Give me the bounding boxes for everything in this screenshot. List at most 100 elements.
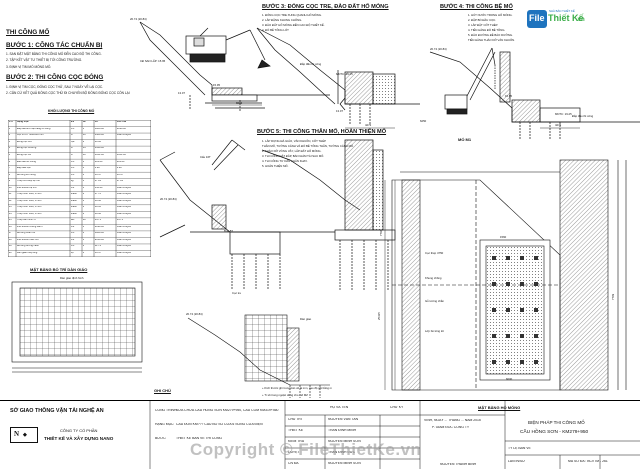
table-cell: Đóng cọc tre [16, 154, 31, 157]
scaffold-plan [11, 281, 143, 373]
step1-section-drawing [139, 21, 330, 112]
table-cell: Thép cốt thép bệ mố [16, 180, 40, 183]
table-cell: 60.00 [94, 140, 102, 143]
date-line: VINH, NGÀY ... THÁNG ... NĂM 2015 [424, 419, 481, 422]
table-cell: 1 [82, 251, 85, 254]
label-dap-dau-2: Đắp đầu thi công [572, 114, 594, 118]
table-cell: Thép bản hình IV [16, 219, 36, 222]
table-cell: kg [70, 180, 74, 183]
label-go-tuong: Gỗ tường chắn [425, 299, 444, 303]
dim-7706: 7706 [379, 229, 383, 236]
table-cell: tấn [70, 219, 75, 222]
table-cell: 11.79 [94, 245, 101, 248]
table-cell: Cọc BTCT 300x300 mm [16, 134, 44, 137]
dim-25415: 25415 [377, 312, 381, 320]
foundation-pit-plan [391, 159, 627, 391]
step5-line-6: 5. HOÀN THIỆN MỐ. [262, 164, 289, 168]
table-cell: 1 [82, 186, 85, 189]
table-cell: thanh [70, 212, 78, 215]
table-header-cell: ĐV [70, 121, 75, 124]
table-cell: 16 [8, 225, 12, 228]
table-cell: m3 [70, 160, 75, 163]
title-block-grid [149, 401, 640, 469]
role-3-name: NGUYỄN MINH SƠN [328, 440, 361, 443]
table-cell: 8 [82, 199, 85, 202]
role-4-name: TRẦN ĐÌNH ĐỨC [328, 451, 356, 454]
excavator-drawing [185, 27, 271, 69]
table-cell: 14.71 [94, 219, 102, 222]
agency-name: SỞ GIAO THÔNG VẬN TẢI NGHỆ AN [10, 408, 104, 414]
table-cell: 1 [82, 225, 85, 228]
table-cell: 17.70 [94, 193, 102, 196]
table-cell: 12 [8, 199, 12, 202]
label-mntc: MNTC: 19.25 [336, 72, 353, 76]
step4-line-3: 3. LẮP ĐẶT CỐT THÉP. [468, 23, 498, 27]
scaffold-section [187, 314, 330, 398]
table-cell: Thép hình I200, L=6m [16, 193, 42, 196]
step4-line-5: 5. ĐÀO ĐƯỜNG ĐỂ BẢO DƯỠNG. [468, 33, 513, 37]
table-cell: 3086.60 [94, 127, 104, 130]
step1-line-1: 1. SAN ĐẶT MẶT BẰNG THI CÔNG MỐ ĐẾN CAO … [6, 52, 102, 56]
table-cell: thanh [70, 199, 78, 202]
step5-line-3: 2. THÁO DỠ VÒNG VÂY, LẤP ĐẤT HỐ MÓNG. [262, 149, 322, 153]
logo-thietke: Thiết Kế [548, 13, 584, 23]
pile-grid [492, 256, 538, 364]
table-cell: 5 [8, 154, 11, 157]
logo-badge-icon [527, 10, 547, 28]
table-cell: 3 [8, 140, 11, 143]
director-title: P. GIÁM ĐỐC CÔNG TY [432, 426, 470, 429]
step4-line-6: TIẾN HÀNH THÁO DỠ VÁN KHUÔN. [468, 38, 515, 42]
table-cell: Ván khuôn bệ mố [16, 186, 37, 189]
dim-8000: 8000 [236, 101, 243, 105]
step2-line-1: 1. ĐỊNH VỊ TIM CỌC, ĐÓNG CỌC THỬ, SAU 7 … [6, 85, 104, 89]
table-cell: 2090.00 [94, 225, 104, 228]
table-cell: 1 [82, 173, 85, 176]
table-cell: m3 [70, 245, 75, 248]
step4-section-drawing [429, 47, 640, 140]
dim-6000: 6000 [506, 377, 513, 381]
role-1-name: NGUYỄN VĂN TÂN [328, 418, 359, 421]
table-cell: 8 [82, 212, 85, 215]
step5-line-2: THÂN MỐ, TƯỜNG CÁNH VÀ ĐỔ BÊ TÔNG THÂN, … [262, 144, 354, 148]
title-block: SỞ GIAO THÔNG VẬN TẢI NGHỆ AN N ◆ CÔNG T… [0, 400, 640, 469]
step3-line-1: 1. ĐÓNG CỌC TRE XUNG QUANH HỐ MÓNG. [262, 13, 322, 17]
table-cell: Luân chuyển [116, 212, 132, 215]
table-cell: Đóng cọc thường [16, 147, 37, 150]
table-grid [8, 120, 151, 257]
table-cell: 4960.00 [94, 232, 104, 235]
table-cell: Luân chuyển [116, 193, 132, 196]
table-cell: 1 [82, 180, 85, 183]
label-khung-chong: Khung chống [425, 276, 442, 280]
step4-line-4: 4. TIẾN HÀNH ĐỔ BÊ TÔNG. [468, 28, 506, 32]
table-cell: 4 [8, 147, 11, 150]
label-cuc-thep: Cọc thép 4750 [425, 251, 444, 255]
table-header-cell: STT [8, 121, 14, 124]
role-2: THIẾT KẾ [288, 429, 304, 432]
table-cell: 14 [8, 212, 12, 215]
label-cuc-tre: Cọc tre [232, 291, 242, 295]
table-cell: Bê tông tường cánh [16, 245, 40, 248]
item-label: HẠNG MỤC: [155, 423, 175, 426]
table-cell: m3 [70, 173, 75, 176]
table-cell: bộ [70, 251, 74, 254]
table-cell: 8 [82, 206, 85, 209]
signer-name: NGUYỄN THANH BÌNH [440, 463, 477, 466]
company-line-2: THIẾT KẾ VÀ XÂY DỰNG NANO [44, 436, 114, 441]
table-header-cell: Ghi chú [116, 121, 127, 124]
table-cell: Luân chuyển [116, 225, 132, 228]
table-header-cell: KL [94, 121, 99, 124]
step5-line-5: 4. THI CÔNG TƯ DÂN CHẮN KHAY. [262, 159, 308, 163]
table-cell: 1651.00 [94, 154, 104, 157]
step5-pile-section [159, 139, 300, 290]
table-cell: Đắp đất lưu mặt bằng thi công [16, 127, 51, 130]
table-cell: 1 [8, 127, 11, 130]
table-cell: Đóng cọc thử [16, 140, 32, 143]
logo-vn: .vn [576, 17, 585, 23]
table-cell: 46 [82, 134, 86, 137]
table-cell: 7 [8, 167, 11, 170]
elev-15-95: 15.95 [213, 83, 220, 87]
table-cell: 8 [82, 193, 85, 196]
drawing-title-1: BIỆN PHÁP THI CÔNG MỐ [528, 420, 585, 425]
step3-title: BƯỚC 3: ĐÓNG CỌC TRE, ĐÀO ĐẤT HỐ MÓNG [262, 4, 389, 10]
label-bua: Búa 8T [224, 229, 234, 233]
